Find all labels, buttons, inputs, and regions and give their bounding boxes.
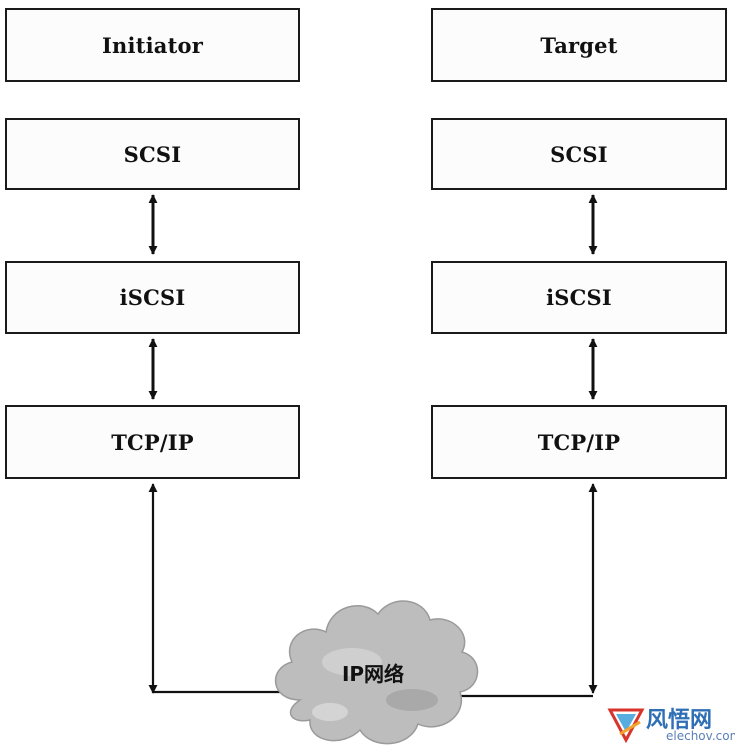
target-tcpip-label: TCP/IP <box>537 429 621 455</box>
logo-icon <box>607 708 645 744</box>
watermark: 风悟网 elechov.com <box>604 700 735 748</box>
target-title-box: Target <box>431 8 727 82</box>
target-scsi-box: SCSI <box>431 118 727 190</box>
network-label: IP网络 <box>341 662 405 686</box>
cloud-icon <box>275 600 479 745</box>
initiator-iscsi-box: iSCSI <box>5 261 300 334</box>
initiator-iscsi-label: iSCSI <box>119 285 186 310</box>
initiator-tcpip-label: TCP/IP <box>111 429 194 455</box>
initiator-scsi-label: SCSI <box>123 141 182 167</box>
initiator-scsi-box: SCSI <box>5 118 300 190</box>
initiator-title: Initiator <box>102 32 203 58</box>
target-tcpip-box: TCP/IP <box>431 405 727 479</box>
initiator-tcpip-box: TCP/IP <box>5 405 300 479</box>
target-title: Target <box>540 32 618 58</box>
watermark-url: elechov.com <box>666 729 735 743</box>
target-iscsi-box: iSCSI <box>431 261 727 334</box>
target-iscsi-label: iSCSI <box>546 285 612 310</box>
target-scsi-label: SCSI <box>550 141 608 167</box>
initiator-title-box: Initiator <box>5 8 300 82</box>
watermark-brand: 风悟网 <box>646 708 713 733</box>
